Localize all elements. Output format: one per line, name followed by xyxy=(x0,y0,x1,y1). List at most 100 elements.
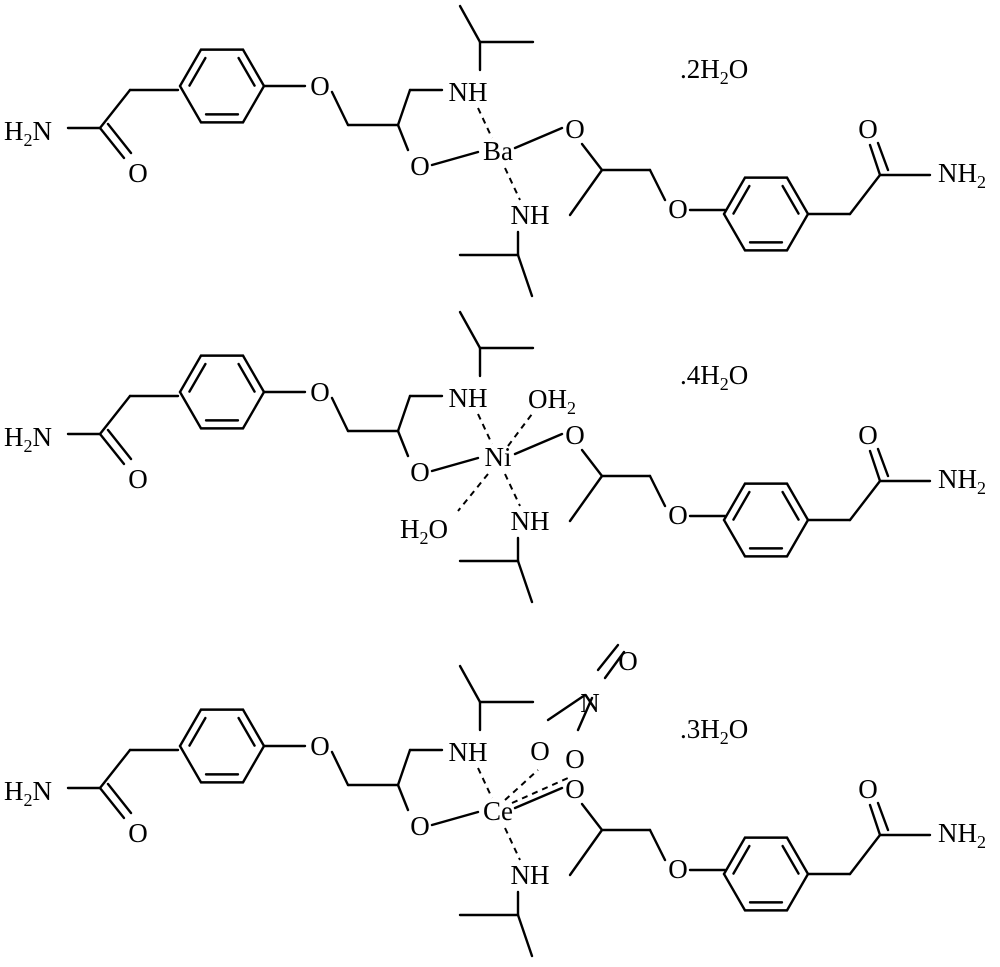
benzene-ring-left-edge xyxy=(241,390,266,430)
nitrate-n-o-bond xyxy=(546,693,587,722)
metal-water-coord xyxy=(457,473,489,512)
alkoxide-o-label-right: O xyxy=(565,114,585,144)
benzene-ring-left-edge xyxy=(178,48,203,88)
carbonyl-bond xyxy=(868,143,882,177)
amide-nh2-label-right: NH2 xyxy=(938,158,986,192)
amide-nh2-label-right: NH2 xyxy=(938,464,986,498)
amine-nh-label-upper: NH xyxy=(449,77,488,107)
carbonyl-o-label-right: O xyxy=(858,774,878,804)
benzene-ring-right-edge xyxy=(722,872,747,912)
alkoxide-o-label-right: O xyxy=(565,774,585,804)
bond xyxy=(98,88,132,130)
benzene-ring-right-double xyxy=(732,844,751,875)
benzene-ring-left-double xyxy=(188,362,207,393)
carbonyl-o-label-left: O xyxy=(128,818,148,848)
bond xyxy=(516,253,534,298)
benzene-ring-right-double xyxy=(732,490,751,521)
metal-o-bond xyxy=(430,810,480,827)
alkoxide-o-label-right: O xyxy=(565,420,585,450)
benzene-ring-left-edge xyxy=(241,354,266,394)
alkoxide-o-label-left: O xyxy=(410,811,430,841)
benzene-ring-right-double xyxy=(781,490,800,521)
bond xyxy=(98,748,132,790)
amine-nh-label-lower: NH xyxy=(511,860,550,890)
benzene-ring-left-edge xyxy=(241,744,266,784)
benzene-ring-right-edge xyxy=(722,176,747,216)
amine-nh-label-lower: NH xyxy=(511,506,550,536)
benzene-ring-right-edge xyxy=(785,482,810,522)
metal-nitrate-coord xyxy=(504,769,539,801)
carbonyl-double xyxy=(876,801,890,832)
benzene-ring-right-double xyxy=(732,184,751,215)
benzene-ring-right-edge xyxy=(722,518,747,558)
benzene-ring-right-double xyxy=(781,844,800,875)
metal-center-ba: Ba xyxy=(483,136,513,166)
bond xyxy=(648,828,667,862)
carbonyl-double xyxy=(876,141,890,172)
bond xyxy=(330,396,350,433)
ether-o-label-left: O xyxy=(310,377,330,407)
metal-nh-coord xyxy=(477,107,493,139)
bond xyxy=(848,833,882,876)
bond xyxy=(458,4,482,44)
benzene-ring-left-edge xyxy=(241,48,266,88)
amine-nh-label-upper: NH xyxy=(449,383,488,413)
nitrate-o-right: O xyxy=(565,744,585,774)
hydrate-label: .2H2O xyxy=(680,54,748,88)
metal-nh-coord xyxy=(477,413,493,445)
amide-nh2-label-left: H2N xyxy=(4,776,52,810)
amide-nh2-label-left: H2N xyxy=(4,422,52,456)
nitrate-o-terminal: O xyxy=(618,646,638,676)
amine-nh-label-lower: NH xyxy=(511,200,550,230)
water-ligand-bottom: H2O xyxy=(400,514,448,548)
metal-o-bond xyxy=(513,126,564,150)
metal-o-bond xyxy=(513,786,564,810)
bond xyxy=(98,394,132,436)
bond xyxy=(580,142,604,172)
bond xyxy=(568,828,604,877)
bond xyxy=(516,559,534,604)
carbonyl-bond xyxy=(98,432,126,466)
benzene-ring-right-edge xyxy=(722,482,747,522)
bond xyxy=(848,173,882,216)
carbonyl-o-label-right: O xyxy=(858,114,878,144)
bond xyxy=(396,429,410,458)
metal-o-bond xyxy=(430,456,480,473)
carbonyl-double xyxy=(106,428,133,461)
metal-o-bond xyxy=(430,150,480,167)
nitrate-double xyxy=(603,650,626,680)
nitrate-o-left: O xyxy=(530,736,550,766)
bond xyxy=(396,748,412,787)
carbonyl-double xyxy=(106,782,133,815)
bond xyxy=(580,802,604,832)
bond xyxy=(396,394,412,433)
metal-nh-coord xyxy=(504,473,521,507)
benzene-ring-left-double xyxy=(188,56,207,87)
ether-o-label-left: O xyxy=(310,731,330,761)
metal-center-ni: Ni xyxy=(485,442,512,472)
amide-nh2-label-left: H2N xyxy=(4,116,52,150)
bond xyxy=(848,479,882,522)
bond xyxy=(580,448,604,478)
ether-o-label-right: O xyxy=(668,500,688,530)
carbonyl-o-label-left: O xyxy=(128,464,148,494)
nitrate-n-o-bond xyxy=(596,643,620,672)
carbonyl-o-label-left: O xyxy=(128,158,148,188)
metal-nh-coord xyxy=(504,167,521,201)
bond xyxy=(648,168,667,202)
ether-o-label-left: O xyxy=(310,71,330,101)
benzene-ring-left-edge xyxy=(178,708,203,748)
benzene-ring-right-edge xyxy=(785,212,810,252)
bond xyxy=(648,474,667,508)
carbonyl-double xyxy=(106,122,133,155)
carbonyl-double xyxy=(876,447,890,478)
benzene-ring-left-edge xyxy=(178,390,203,430)
bond xyxy=(396,783,410,812)
nitrate-n-o-bond xyxy=(576,696,594,732)
hydrate-label: .3H2O xyxy=(680,714,748,748)
metal-nh-coord xyxy=(504,827,521,861)
